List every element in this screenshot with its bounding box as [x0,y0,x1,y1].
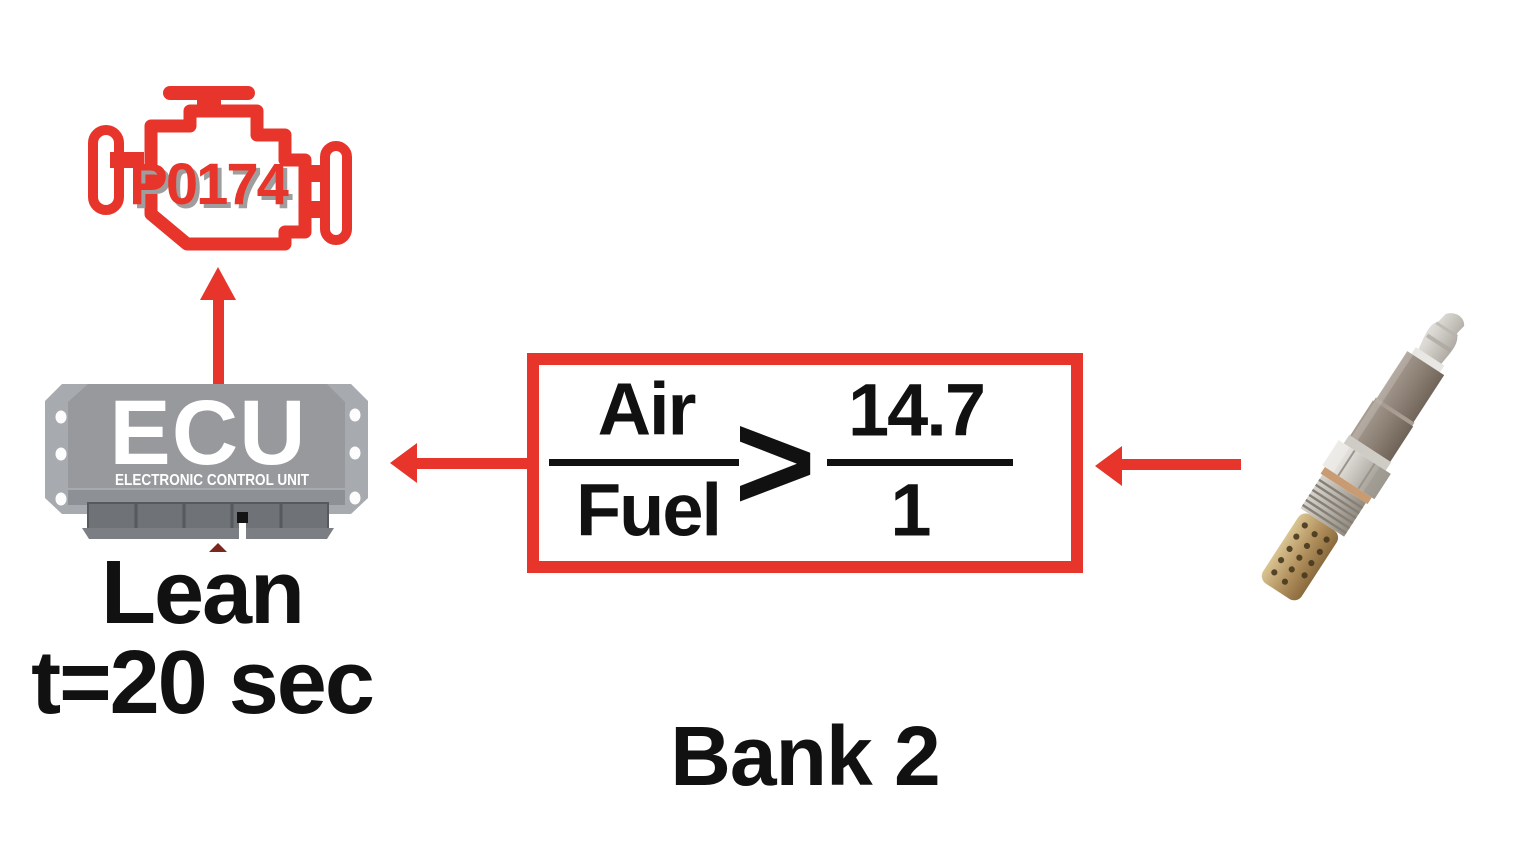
arrow-left-box-to-ecu-stem [414,458,530,469]
check-engine-shape [88,86,352,251]
ecu-label: ECU [109,382,306,484]
fraction-line-right [827,459,1013,466]
lean-condition-text: Lean t=20 sec [0,548,412,728]
ecu-sublabel: ELECTRONIC CONTROL UNIT [115,472,309,489]
oxygen-sensor-image [1261,313,1465,601]
air-fuel-ratio-box: Air Fuel > 14.7 1 [527,353,1083,573]
arrow-up-ecu-to-engine-stem [213,296,224,386]
trouble-code: P0174 [129,152,289,217]
arrow-up-ecu-to-engine-head [200,267,236,300]
lean-line: Lean [100,543,305,643]
check-engine-icon [88,86,352,251]
formula-denominator: Fuel [575,468,722,552]
ecu-graphic [45,384,368,539]
bank-label: Bank 2 [670,709,940,803]
formula-numerator: Air [597,367,697,451]
ratio-denominator: 1 [890,468,931,552]
ratio-numerator: 14.7 [847,368,986,452]
small-arrow-up-icon [209,543,227,552]
oxygen-sensor-graphic [1261,313,1465,601]
arrow-left-box-to-ecu-head [390,443,417,483]
arrow-left-sensor-to-box-stem [1119,459,1241,470]
greater-than-sign: > [734,383,816,540]
time-line: t=20 sec [31,633,375,733]
fraction-line-left [549,459,739,466]
ecu-image: ECU ELECTRONIC CONTROL UNIT [45,382,368,539]
arrow-left-sensor-to-box-head [1095,446,1122,486]
